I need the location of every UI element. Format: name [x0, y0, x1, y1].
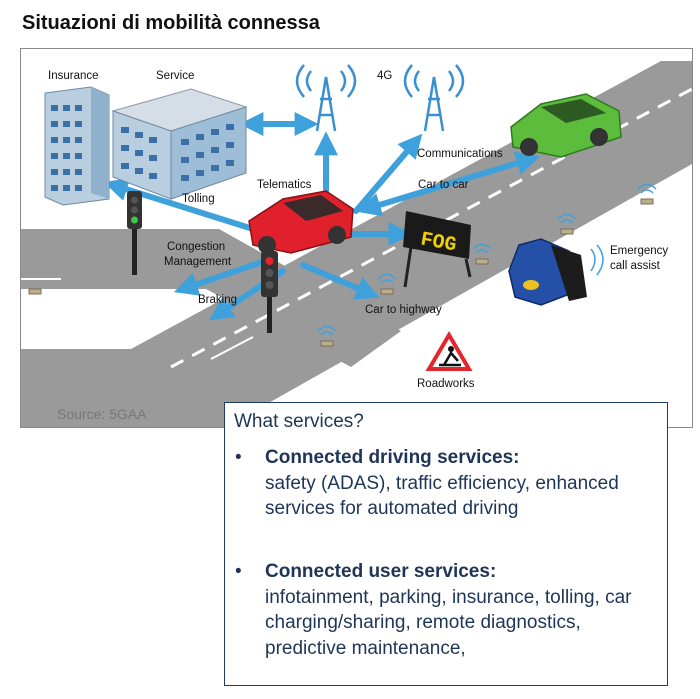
communication-arrows	[103, 112, 541, 321]
red-car	[248, 190, 354, 254]
cross-road	[21, 229, 401, 367]
tower-left	[295, 64, 357, 132]
services-heading: What services?	[234, 411, 364, 432]
label-congestion-line2: Management	[164, 256, 232, 268]
list-item-connected-driving: Connected driving services: safety (ADAS…	[265, 445, 665, 522]
arrow-congestion	[173, 256, 274, 296]
service-building	[111, 88, 248, 200]
roadworks-sign	[425, 331, 473, 371]
traffic-light-right	[261, 251, 278, 333]
roadside-sensors	[28, 198, 654, 347]
emergency-car	[508, 238, 587, 306]
label-car-to-car: Car to car	[418, 179, 469, 191]
label-roadworks: Roadworks	[417, 378, 475, 390]
label-tolling: Tolling	[182, 193, 215, 205]
label-communications: Communications	[417, 148, 503, 160]
arrow-car-to-car	[356, 151, 541, 217]
label-insurance: Insurance	[48, 70, 99, 82]
connected-mobility-diagram: FOG I	[20, 48, 693, 428]
item-title: Connected driving services:	[265, 447, 520, 468]
item-title: Connected user services:	[265, 561, 497, 582]
services-box: What services? • Connected driving servi…	[224, 402, 668, 686]
label-congestion-line1: Congestion	[167, 241, 226, 253]
tower-right	[403, 64, 465, 132]
sensor-waves	[317, 183, 657, 336]
label-4g: 4G	[377, 70, 393, 82]
bullet-2: •	[235, 561, 242, 582]
label-emergency-line2: call assist	[610, 260, 660, 272]
label-telematics: Telematics	[257, 179, 312, 191]
label-braking: Braking	[198, 294, 237, 306]
label-car-to-highway: Car to highway	[365, 304, 442, 316]
item-text: infotainment, parking, insurance, tollin…	[265, 586, 632, 659]
list-item-connected-user: Connected user services: infotainment, p…	[265, 559, 665, 661]
page-title: Situazioni di mobilità connessa	[22, 12, 320, 34]
diagram-artwork: FOG	[21, 61, 692, 427]
label-service: Service	[156, 70, 195, 82]
label-emergency-line1: Emergency	[610, 245, 669, 257]
source-note: Source: 5GAA	[57, 406, 147, 422]
arrow-car-to-highway	[300, 262, 380, 300]
bullet-1: •	[235, 447, 242, 468]
green-car	[510, 93, 622, 158]
traffic-light-left	[127, 191, 142, 275]
insurance-building	[44, 86, 110, 206]
item-text: safety (ADAS), traffic efficiency, enhan…	[265, 472, 619, 520]
